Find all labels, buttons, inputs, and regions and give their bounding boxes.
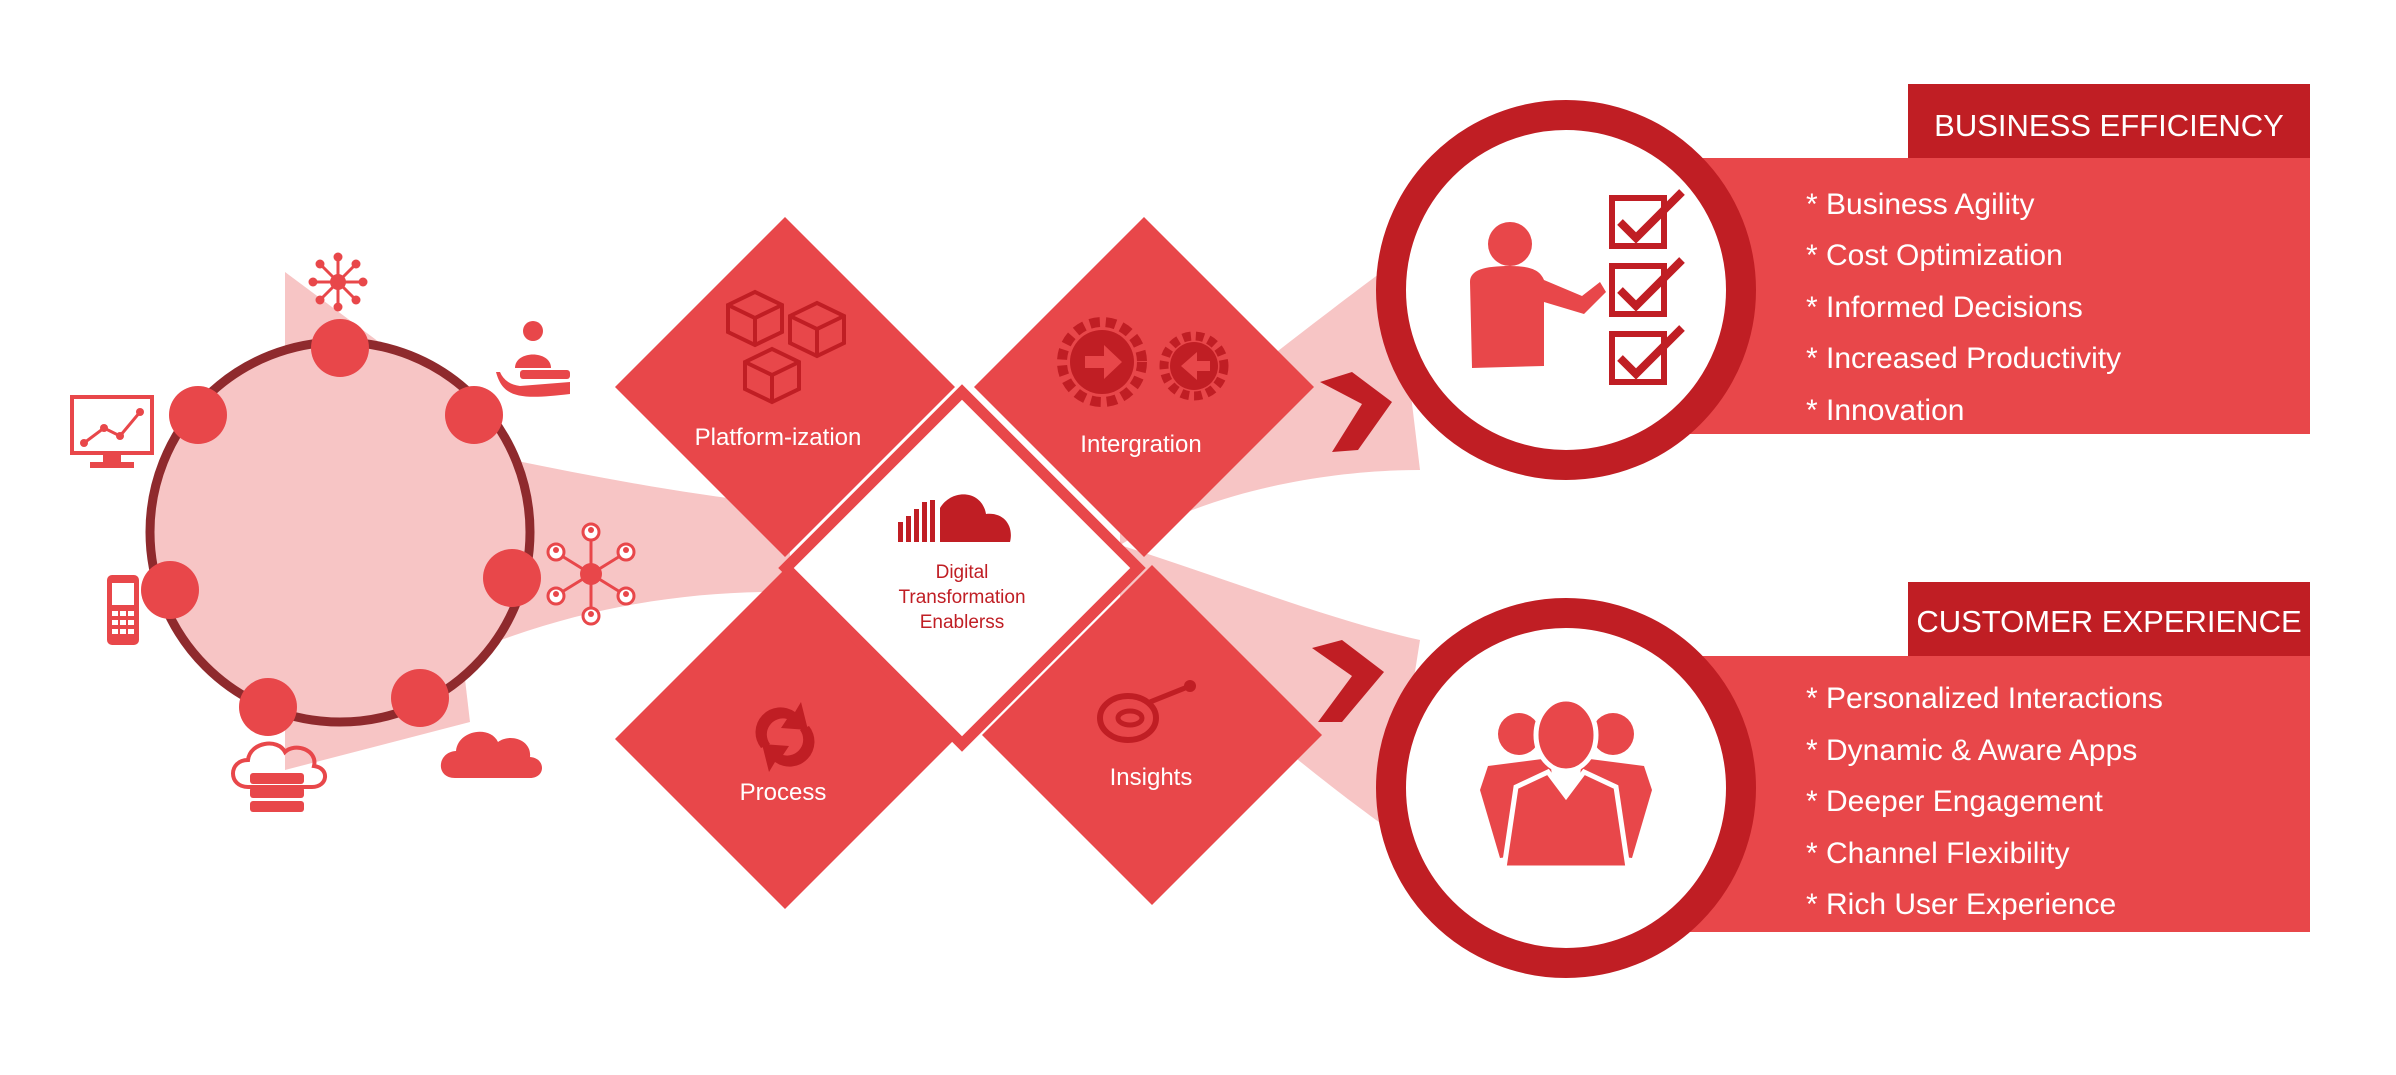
diamond-label-platformization: Platform-ization — [695, 424, 862, 451]
diamond-label-insights: Insights — [1110, 764, 1193, 791]
chevron-right-icon — [1320, 372, 1392, 452]
ring-node — [239, 678, 297, 736]
ring-node — [445, 386, 503, 444]
diamond-insights: Insights — [982, 565, 1322, 905]
list-item: * Increased Productivity — [1806, 342, 2121, 375]
enablers-cluster: Platform-ization Intergration Process — [615, 217, 1322, 909]
mobile-phone-icon — [107, 575, 139, 645]
panel-title-business-efficiency: BUSINESS EFFICIENCY — [1934, 108, 2284, 143]
list-item: * Rich User Experience — [1806, 888, 2116, 921]
center-label-line3: Enablerss — [920, 612, 1005, 633]
panel-body — [1660, 158, 2310, 434]
cloud-icon — [440, 731, 542, 778]
presenter-checklist-icon — [1470, 189, 1685, 385]
ring-node — [483, 549, 541, 607]
chevron-right-icon — [1312, 640, 1384, 722]
customer-experience-panel: CUSTOMER EXPERIENCE * Personalized Inter… — [1376, 582, 2310, 978]
list-item: * Channel Flexibility — [1806, 837, 2069, 870]
monitor-chart-icon — [70, 395, 154, 468]
center-enabler: Digital Transformation Enablerss — [778, 384, 1146, 752]
list-item: * Deeper Engagement — [1806, 785, 2104, 818]
list-item: * Dynamic & Aware Apps — [1806, 734, 2137, 767]
list-item: * Business Agility — [1806, 188, 2034, 221]
outcome-circle — [1376, 598, 1756, 978]
cloud-database-icon — [231, 741, 327, 812]
refresh-icon — [755, 702, 815, 772]
data-sources-ring — [70, 252, 636, 812]
panel-header — [1908, 582, 2310, 656]
list-item: * Personalized Interactions — [1806, 682, 2163, 715]
diamond-platformization: Platform-ization — [615, 217, 955, 557]
list-item: * Innovation — [1806, 394, 1964, 427]
center-label-line1: Digital — [936, 562, 989, 583]
business-efficiency-panel: BUSINESS EFFICIENCY * Business Agility *… — [1376, 84, 2310, 480]
list-item: * Cost Optimization — [1806, 239, 2063, 272]
service-person-icon — [496, 321, 570, 397]
customer-group-icon — [1480, 696, 1652, 871]
diamond-integration: Intergration — [974, 217, 1314, 557]
gears-icon — [1057, 317, 1229, 407]
panel-title-customer-experience: CUSTOMER EXPERIENCE — [1916, 604, 2301, 639]
cubes-icon — [726, 289, 846, 405]
center-label-line2: Transformation — [898, 587, 1025, 608]
diamond-label-process: Process — [740, 779, 827, 806]
eye-insight-icon — [1097, 680, 1196, 743]
ring-node — [141, 561, 199, 619]
ring-node — [311, 319, 369, 377]
network-hub-icon — [308, 252, 368, 312]
ring-node — [169, 386, 227, 444]
people-network-icon — [546, 522, 636, 626]
list-item: * Informed Decisions — [1806, 291, 2083, 324]
panel-body — [1660, 656, 2310, 932]
diamond-label-integration: Intergration — [1080, 431, 1201, 458]
ring-node — [391, 669, 449, 727]
panel-header — [1908, 84, 2310, 158]
cloud-bars-icon — [898, 494, 1011, 542]
